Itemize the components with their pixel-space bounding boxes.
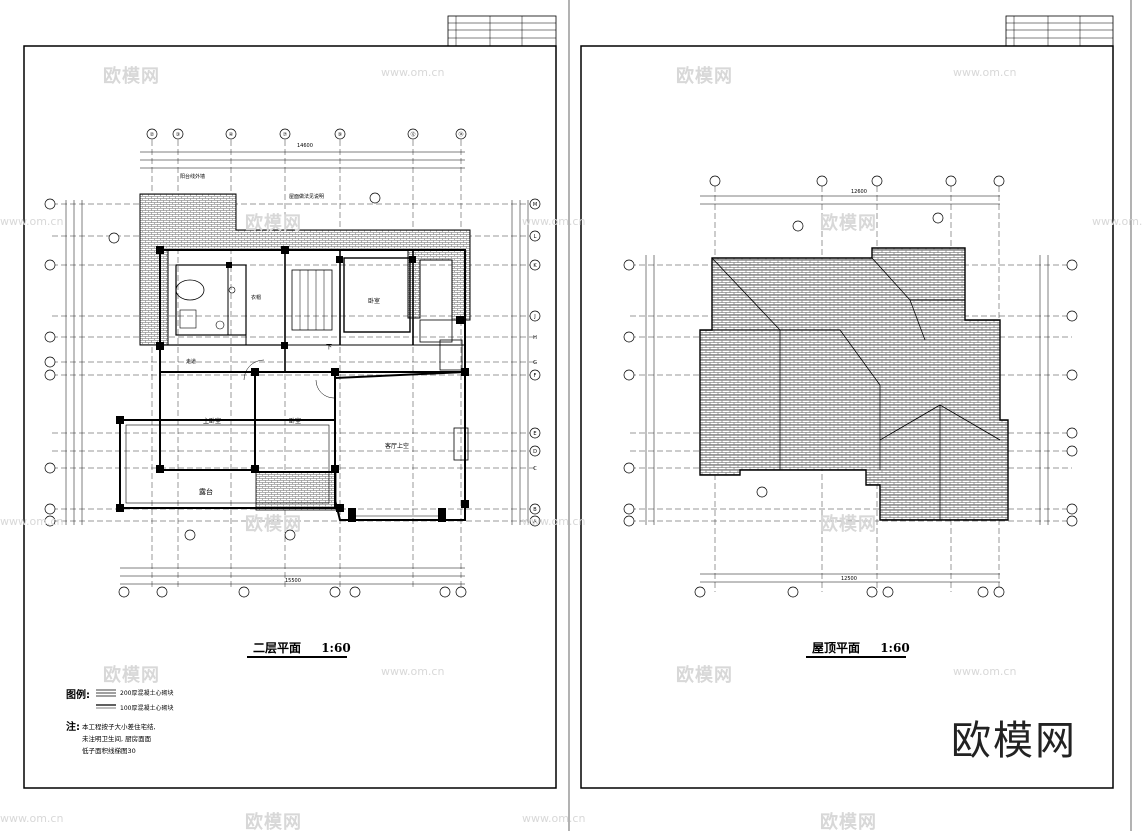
room-label-living-above: 客厅上空 <box>385 443 410 450</box>
axis-label-side: L <box>534 234 537 240</box>
axis-label-side: M <box>533 202 537 208</box>
legend-note-heading: 注: <box>66 722 80 733</box>
sheet-right-frame <box>580 0 1132 831</box>
axis-label-side: A <box>533 519 537 525</box>
room-label-study-note: 阳台线外墙 <box>180 174 206 180</box>
room-label-master-bedroom: 主卧室 <box>203 418 222 425</box>
dim-bottom-left-total: 15500 <box>285 578 301 584</box>
room-label-balcony: 露台 <box>199 488 213 496</box>
axis-label-top: ④ <box>229 132 234 138</box>
legend-item-1: 200厚混凝土心砌块 <box>120 690 174 697</box>
axis-label-side: C <box>533 466 537 472</box>
axis-label-side: F <box>534 373 537 379</box>
room-label-bedroom: 卧室 <box>289 418 302 425</box>
left-plan-roof-tiles <box>139 193 471 511</box>
left-plan-dimensions <box>65 151 529 585</box>
room-label-bedroom-2: 卧室 <box>368 298 381 305</box>
legend-heading: 图例: <box>66 690 90 701</box>
left-plan-axes <box>52 140 535 590</box>
axis-label-side: E <box>533 431 536 437</box>
axis-label-top: ② <box>150 132 155 138</box>
left-plan-columns <box>116 246 469 522</box>
right-plan-axis-bubbles <box>623 175 1078 598</box>
axis-label-side: K <box>533 263 537 269</box>
axis-label-side: G <box>533 360 537 366</box>
axis-label-side: D <box>533 449 537 455</box>
axis-label-side: J <box>533 314 535 320</box>
dim-top-left-total: 14600 <box>297 143 313 149</box>
axis-label-top: ⑨ <box>338 132 342 138</box>
legend-symbols <box>96 689 116 709</box>
dim-bottom-right-total: 12500 <box>841 576 857 582</box>
axis-label-side: H <box>533 335 537 341</box>
legend-note-3: 低子面积线梯图30 <box>82 747 136 755</box>
right-plan-roof <box>699 247 1009 521</box>
room-label-walkin: 衣帽 <box>251 295 262 301</box>
axis-label-top: ⑫ <box>410 131 415 138</box>
brand-logo-text: 欧模网 <box>951 718 1077 764</box>
room-label-corridor: 走道 <box>186 359 197 365</box>
sheet-left-scale: 1:60 <box>321 641 351 655</box>
dim-top-right-total: 12600 <box>851 189 867 195</box>
legend-note-1: 本工程按子大小差住宅结, <box>82 723 156 731</box>
legend-item-2: 100厚混凝土心砌块 <box>120 705 174 712</box>
left-plan-walls <box>119 249 469 521</box>
sheet-right-title-text: 屋顶平面 <box>812 641 861 655</box>
left-plan-axis-bubbles <box>44 128 541 598</box>
sheet-left-frame <box>23 0 570 831</box>
room-label-roof-note: 屋面做法见说明 <box>289 194 325 200</box>
sheet-right-scale: 1:60 <box>880 641 910 655</box>
sheet-left-title: 二层平面 1:60 <box>253 639 351 656</box>
sheet-left-title-text: 二层平面 <box>253 641 302 655</box>
axis-label-top: ⑭ <box>458 131 463 138</box>
axis-label-side: B <box>533 507 537 513</box>
legend-note-2: 未注明卫生间, 厨房面面 <box>82 735 152 743</box>
sheet-left-title-rule <box>247 656 347 658</box>
room-label-stair-down: 下 <box>326 344 333 351</box>
sheet-right-title-rule <box>806 656 906 658</box>
axis-label-top: ⑦ <box>283 132 288 138</box>
right-plan-dimensions <box>645 195 1049 583</box>
sheet-right-title: 屋顶平面 1:60 <box>812 639 910 656</box>
axis-label-top: ③ <box>176 132 180 138</box>
